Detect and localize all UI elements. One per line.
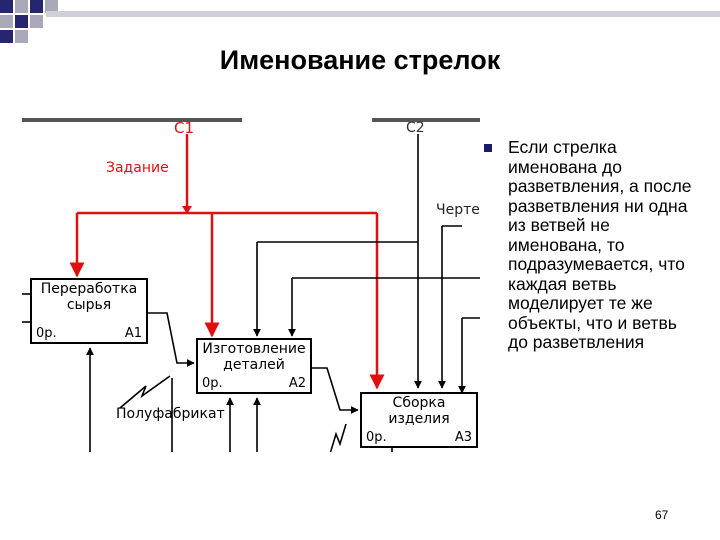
semi-label: Полуфабрикат [116, 406, 225, 422]
activity-name: Переработка сырья [40, 281, 138, 313]
idef0-diagram: C1 C2 Задание Черте Полуфабрикат Перераб… [22, 118, 480, 452]
activity-number: A2 [288, 376, 306, 391]
black-arrows [22, 134, 480, 452]
c2-label: C2 [406, 120, 425, 136]
activity-cost: 0р. [366, 430, 387, 445]
activity-box-a2: Изготовление деталей 0р. A2 [196, 338, 312, 394]
slide-title: Именование стрелок [219, 45, 501, 75]
c1-label: C1 [174, 119, 195, 137]
corner-decoration [0, 0, 720, 43]
activity-cost: 0р. [202, 376, 223, 391]
activity-box-a3: Сборка изделия 0р. A3 [360, 392, 478, 448]
activity-number: A1 [124, 326, 142, 341]
branch-dot [182, 206, 192, 214]
top-text-remnant-right [372, 118, 480, 122]
square-bullet-icon [484, 144, 492, 152]
bullet-text: Если стрелка именована до разветвления, … [508, 137, 692, 352]
activity-box-a1: Переработка сырья 0р. A1 [30, 278, 148, 344]
activity-number: A3 [454, 430, 472, 445]
activity-cost: 0р. [36, 326, 57, 341]
drawing-label: Черте [436, 202, 480, 218]
page-number: 67 [655, 508, 669, 522]
task-label: Задание [106, 160, 169, 176]
activity-name: Сборка изделия [388, 395, 450, 427]
top-text-remnant [22, 118, 242, 122]
activity-name: Изготовление деталей [202, 341, 306, 373]
